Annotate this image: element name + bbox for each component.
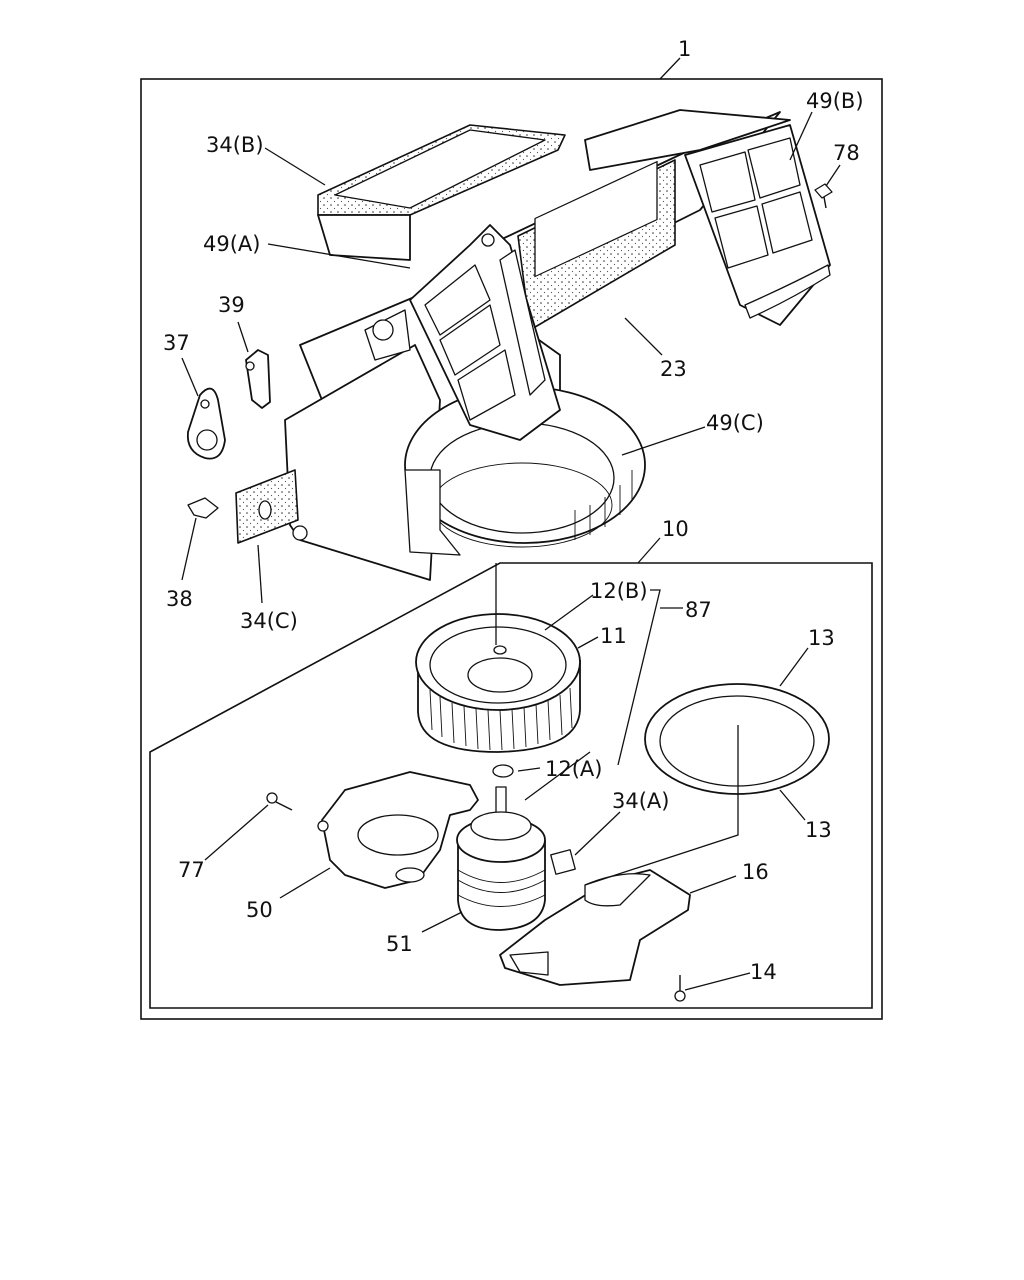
cover-16 <box>499 869 691 986</box>
washer-12a <box>492 764 514 778</box>
screw-77 <box>266 792 293 811</box>
label-38: 38 <box>166 587 193 611</box>
subassembly-frame <box>149 562 873 1009</box>
label-23: 23 <box>660 357 687 381</box>
ring-ribs <box>574 470 633 540</box>
fan-blades <box>429 687 573 751</box>
label-49c: 49(C) <box>706 411 764 435</box>
outer-frame <box>140 78 883 1020</box>
label-87: 87 <box>685 598 712 622</box>
motor-51 <box>456 786 546 931</box>
label-12b: 12(B) <box>590 579 648 603</box>
label-13-bottom: 13 <box>805 818 832 842</box>
label-49b: 49(B) <box>806 89 864 113</box>
cam-37 <box>186 387 226 460</box>
label-37: 37 <box>163 331 190 355</box>
label-14: 14 <box>750 960 777 984</box>
label-78: 78 <box>833 141 860 165</box>
gasket-13 <box>644 683 830 795</box>
label-34c: 34(C) <box>240 609 298 633</box>
screw-78 <box>814 183 833 209</box>
pad-34c <box>235 469 299 544</box>
label-34b: 34(B) <box>206 133 264 157</box>
link-39 <box>245 349 271 409</box>
fan-wheel-11 <box>415 613 581 753</box>
part-labels: 1 34(B) 49(A) 49(B) 78 39 37 23 49(C) 38… <box>163 37 864 984</box>
leader-lines <box>181 57 841 991</box>
label-39: 39 <box>218 293 245 317</box>
connector-34a <box>550 849 576 875</box>
label-34a: 34(A) <box>612 789 669 813</box>
label-12a: 12(A) <box>545 757 602 781</box>
clip-38 <box>187 497 219 519</box>
label-50: 50 <box>246 898 273 922</box>
label-16: 16 <box>742 860 769 884</box>
label-51: 51 <box>386 932 413 956</box>
label-1: 1 <box>678 37 691 61</box>
label-10: 10 <box>662 517 689 541</box>
label-13-top: 13 <box>808 626 835 650</box>
label-11: 11 <box>600 624 627 648</box>
label-49a: 49(A) <box>203 232 260 256</box>
label-77: 77 <box>178 858 205 882</box>
screw-14 <box>674 975 686 1002</box>
case-50 <box>317 771 479 889</box>
blower-case <box>284 109 831 581</box>
